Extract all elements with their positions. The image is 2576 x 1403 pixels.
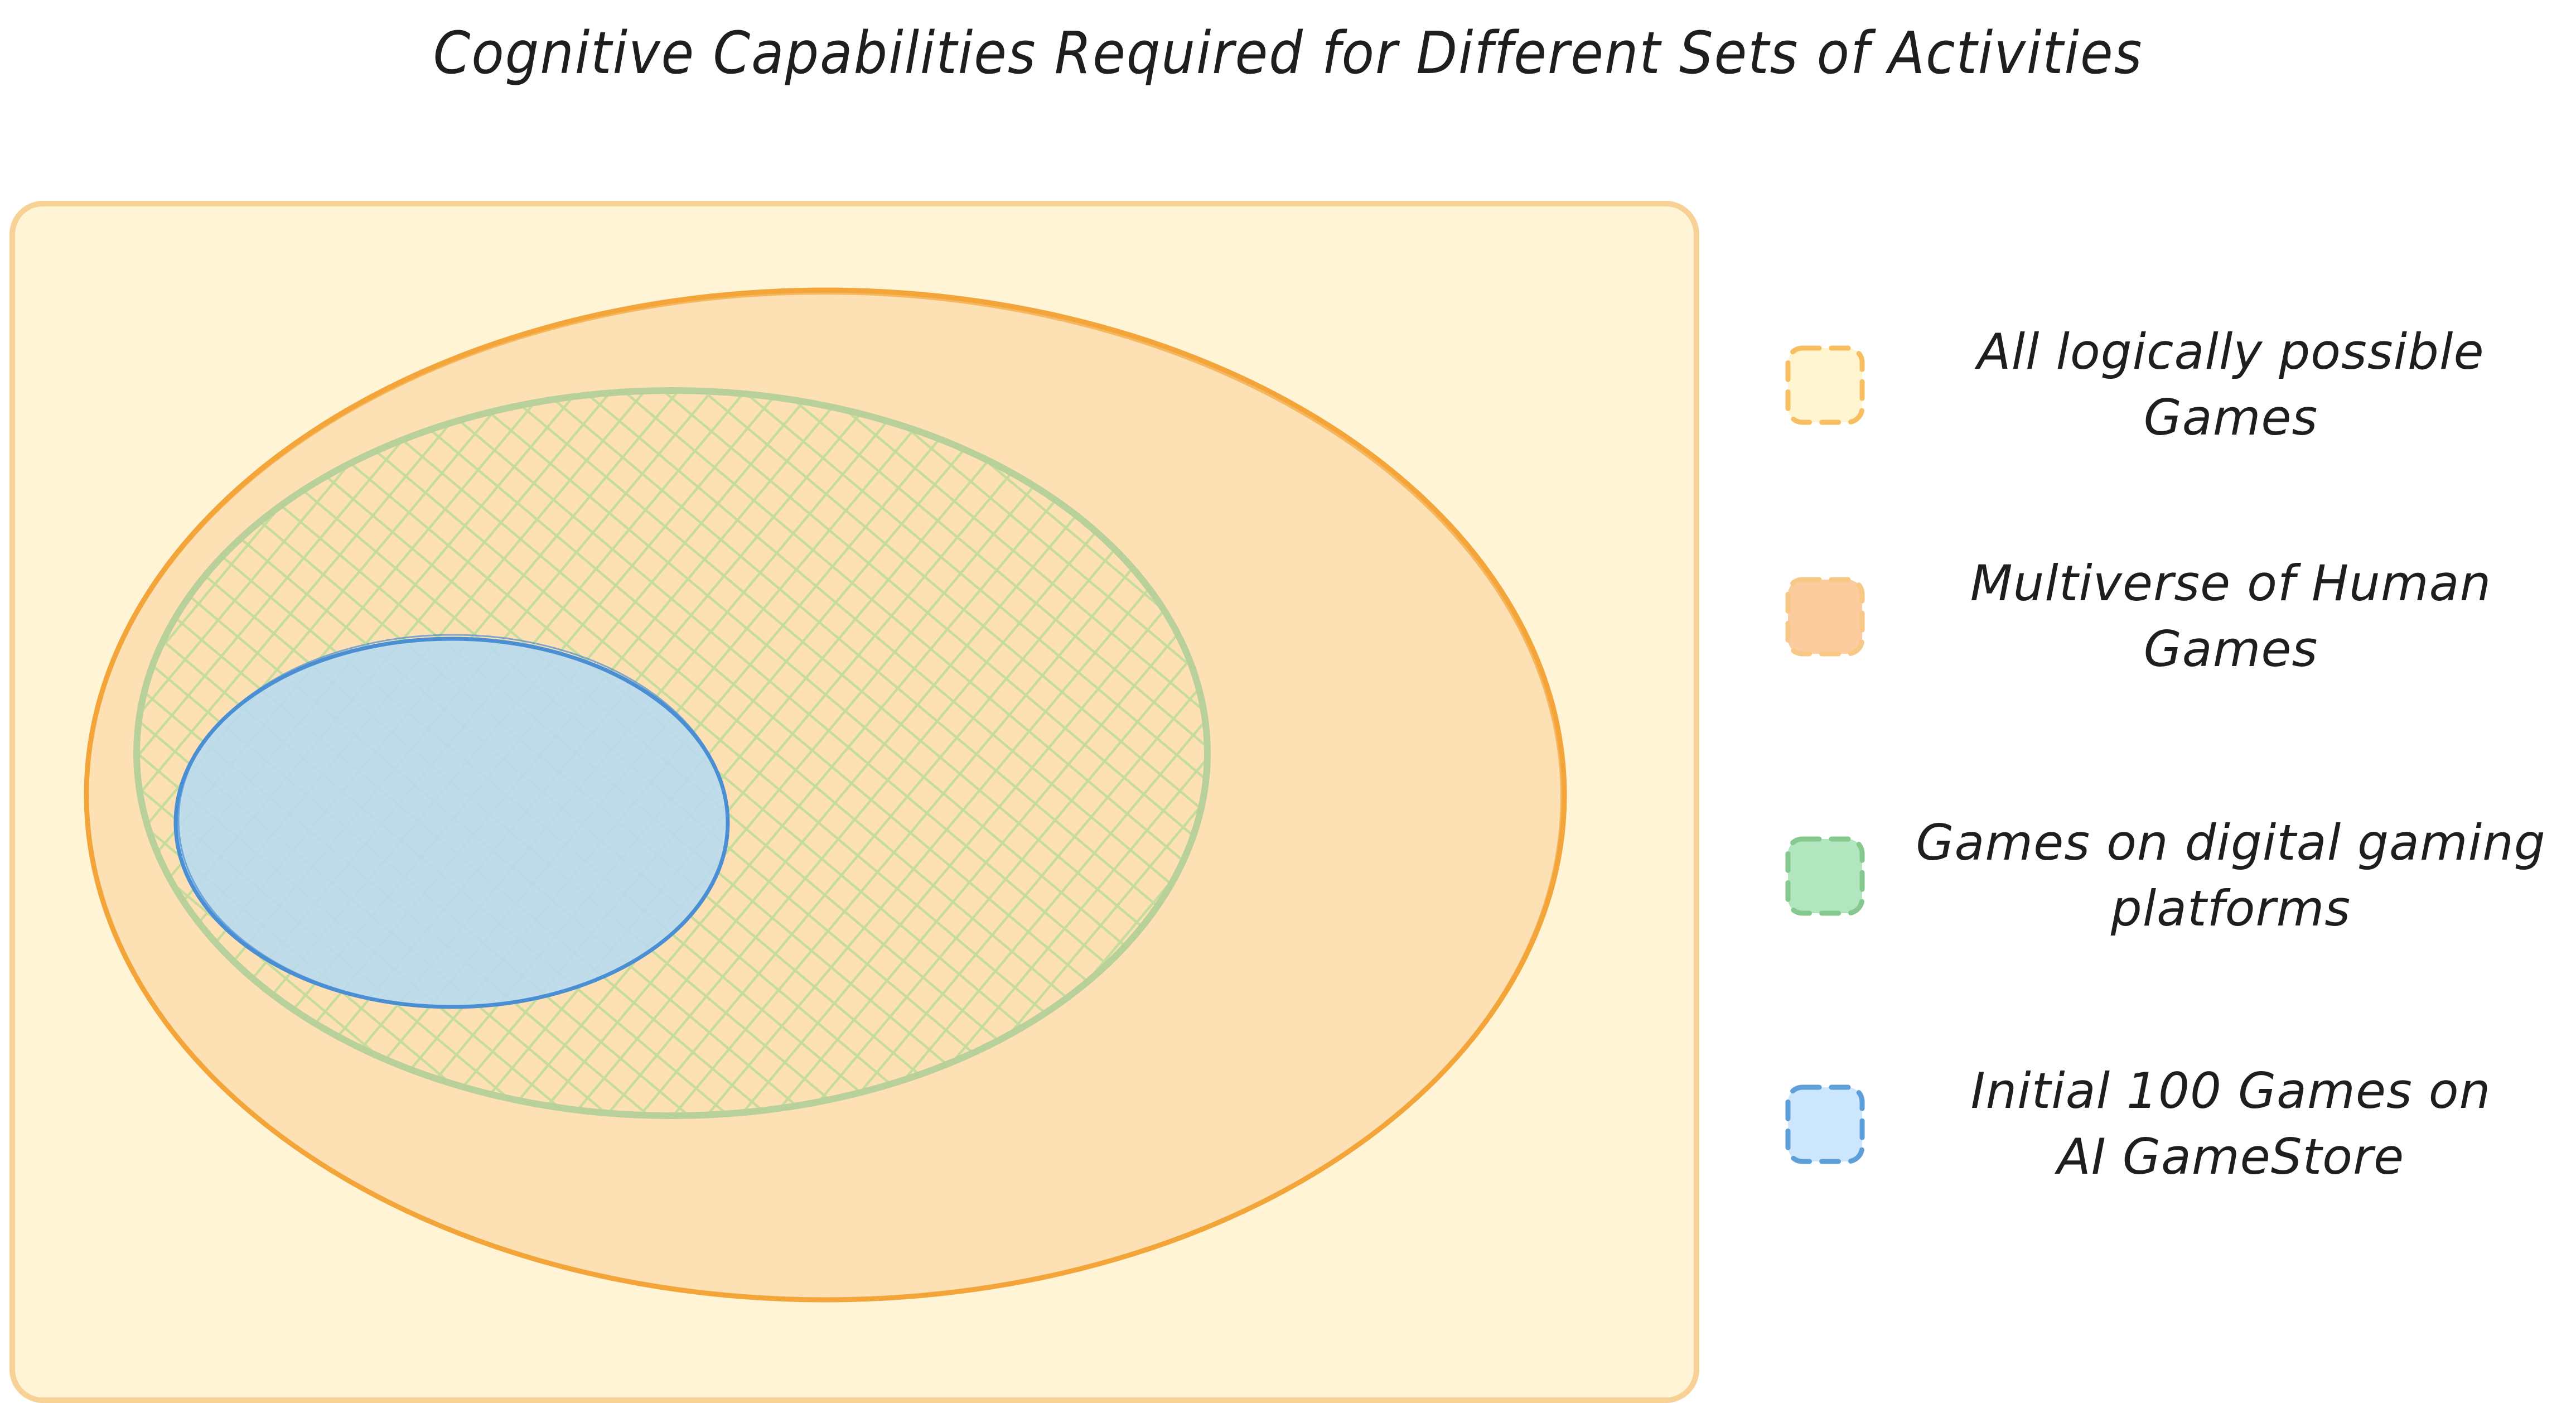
legend-swatch-green-icon (1785, 836, 1865, 916)
legend-label: Multiverse of Human Games (1970, 555, 2492, 678)
diagram-title: Cognitive Capabilities Required for Diff… (433, 19, 2143, 87)
legend-swatch-yellow-icon (1785, 345, 1865, 425)
legend-label: All logically possible Games (1977, 323, 2485, 446)
legend-swatch-blue-icon (1785, 1084, 1865, 1164)
legend-item-all-games: All logically possible Games (1768, 312, 2571, 457)
legend-label: Initial 100 Games on AI GameStore (1970, 1062, 2491, 1185)
legend-swatch-orange-icon (1785, 577, 1865, 657)
ai-gamestore-set (173, 634, 730, 1009)
legend-item-human-games: Multiverse of Human Games (1768, 544, 2571, 689)
legend-item-digital-games: Games on digital gaming platforms (1768, 803, 2571, 948)
legend-label: Games on digital gaming platforms (1916, 814, 2546, 937)
legend-item-ai-gamestore: Initial 100 Games on AI GameStore (1768, 1052, 2571, 1197)
